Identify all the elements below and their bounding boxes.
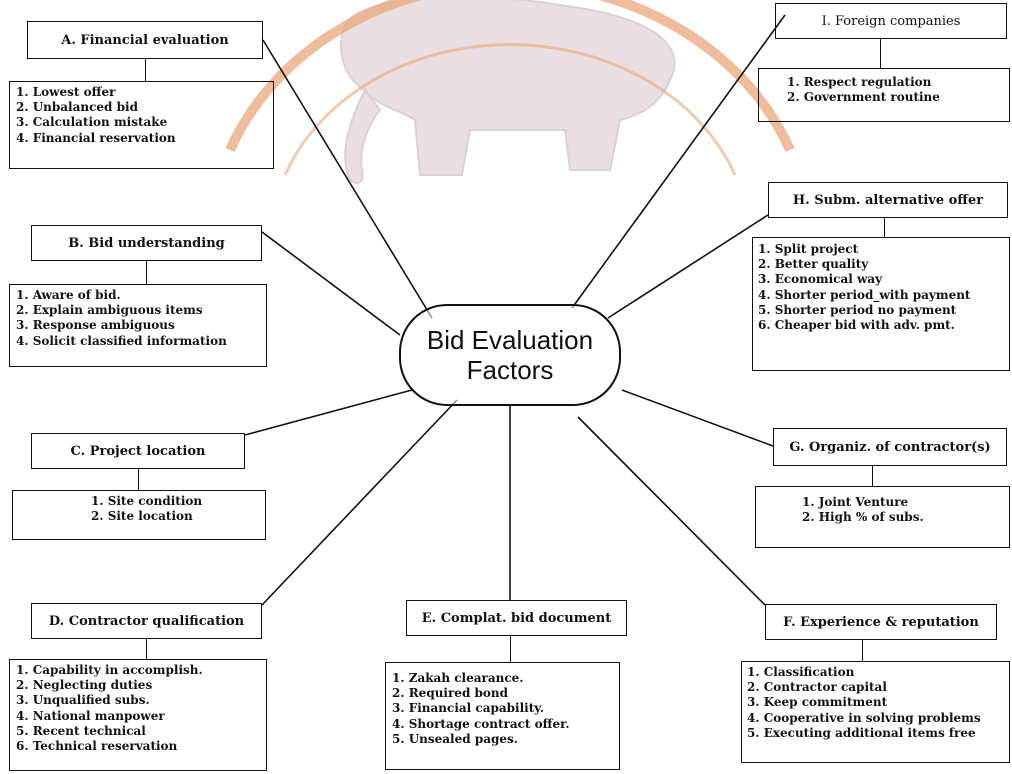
list-item: 2. High % of subs.: [802, 510, 924, 525]
link-f: [577, 416, 766, 606]
factor-g-stem: [872, 466, 873, 486]
list-item: 3. Unqualified subs.: [16, 693, 150, 708]
list-item: 1. Zakah clearance.: [392, 671, 524, 685]
seal-ring-icon: [225, 0, 795, 153]
factor-d-stem: [146, 639, 147, 659]
factor-d-title: D. Contractor qualification: [31, 603, 262, 639]
list-item: 1. Joint Venture: [802, 495, 909, 509]
list-item: 2. Site location: [91, 509, 193, 524]
elephant-watermark-icon: [340, 0, 676, 185]
central-node: Bid Evaluation Factors: [399, 304, 621, 406]
list-item: 4. Financial reservation: [16, 130, 176, 145]
list-item: 2. Unbalanced bid: [16, 100, 138, 115]
factor-g-title: G. Organiz. of contractor(s): [773, 428, 1007, 466]
list-item: 2. Neglecting duties: [16, 678, 153, 693]
list-item: 2. Better quality: [758, 257, 869, 272]
list-item: 2. Explain ambiguous items: [16, 303, 203, 318]
list-item: 2. Government routine: [787, 90, 940, 105]
factor-e-title: E. Complat. bid document: [406, 600, 627, 636]
list-item: 6. Cheaper bid with adv. pmt.: [758, 318, 955, 333]
list-item: 1. Site condition: [91, 494, 203, 508]
central-node-line-2: Factors: [466, 355, 554, 385]
list-item: 3. Response ambiguous: [16, 318, 175, 333]
factor-i-title: I. Foreign companies: [775, 3, 1007, 39]
list-item: 1. Capability in accomplish.: [16, 663, 203, 677]
factor-i-list: 1. Respect regulation 2. Government rout…: [758, 68, 1010, 122]
seal-ring-inner-icon: [283, 43, 737, 176]
list-item: 4. Shorter period_with payment: [758, 287, 971, 302]
link-c: [244, 389, 413, 436]
list-item: 4. National manpower: [16, 708, 165, 723]
list-item: 5. Shorter period no payment: [758, 302, 957, 317]
list-item: 1. Split project: [758, 242, 859, 256]
list-item: 3. Calculation mistake: [16, 115, 168, 130]
list-item: 6. Technical reservation: [16, 739, 178, 754]
list-item: 3. Keep commitment: [747, 695, 888, 710]
list-item: 2. Contractor capital: [747, 680, 887, 695]
factor-i-stem: [880, 39, 881, 68]
list-item: 5. Unsealed pages.: [392, 731, 518, 746]
factor-e-stem: [510, 636, 511, 662]
factor-f-stem: [862, 640, 863, 661]
factor-a-list: 1. Lowest offer 2. Unbalanced bid 3. Cal…: [9, 81, 274, 169]
factor-f-list: 1. Classification 2. Contractor capital …: [741, 661, 1010, 763]
factor-h-list: 1. Split project 2. Better quality 3. Ec…: [752, 237, 1010, 371]
list-item: 1. Respect regulation: [787, 75, 932, 89]
factor-c-list: 1. Site condition 2. Site location: [12, 490, 266, 540]
list-item: 5. Recent technical: [16, 723, 146, 738]
factor-g-list: 1. Joint Venture 2. High % of subs.: [755, 486, 1010, 548]
factor-e-list: 1. Zakah clearance. 2. Required bond 3. …: [385, 662, 620, 770]
link-a: [262, 39, 433, 319]
list-item: 5. Executing additional items free: [747, 725, 976, 740]
factor-h-stem: [884, 218, 885, 237]
list-item: 1. Lowest offer: [16, 85, 116, 99]
list-item: 4. Shortage contract offer.: [392, 716, 570, 731]
central-node-line-1: Bid Evaluation: [426, 325, 594, 355]
factor-b-stem: [146, 261, 147, 284]
list-item: 4. Solicit classified information: [16, 333, 227, 348]
list-item: 3. Financial capability.: [392, 701, 545, 716]
link-d: [261, 399, 458, 606]
factor-c-stem: [138, 469, 139, 490]
factor-c-title: C. Project location: [31, 433, 245, 469]
list-item: 2. Required bond: [392, 686, 509, 701]
factor-a-stem: [145, 59, 146, 81]
factor-d-list: 1. Capability in accomplish. 2. Neglecti…: [9, 659, 267, 771]
list-item: 1. Aware of bid.: [16, 288, 121, 302]
list-item: 1. Classification: [747, 665, 855, 679]
factor-f-title: F. Experience & reputation: [765, 604, 997, 640]
link-b: [261, 231, 401, 336]
factor-h-title: H. Subm. alternative offer: [768, 182, 1008, 218]
link-h: [607, 214, 769, 319]
factor-b-title: B. Bid understanding: [31, 225, 262, 261]
link-g: [621, 389, 774, 447]
factor-b-list: 1. Aware of bid. 2. Explain ambiguous it…: [9, 284, 267, 367]
list-item: 3. Economical way: [758, 272, 883, 287]
factor-a-title: A. Financial evaluation: [27, 21, 263, 59]
list-item: 4. Cooperative in solving problems: [747, 710, 981, 725]
